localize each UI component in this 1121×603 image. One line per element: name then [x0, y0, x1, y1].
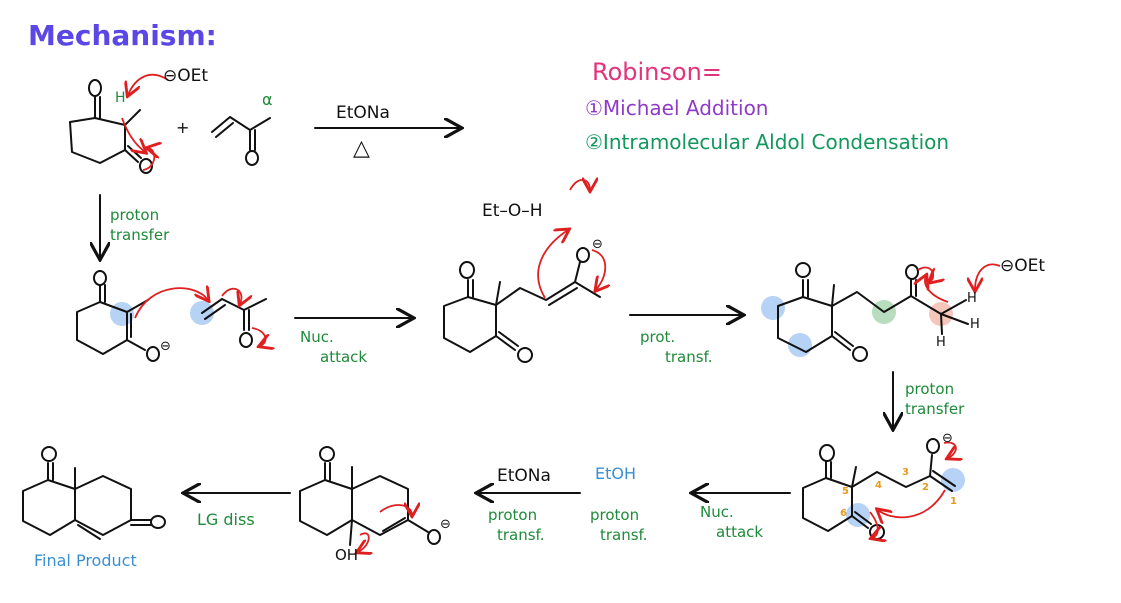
nuc-attack-1-line1: Nuc. [300, 328, 334, 346]
bicyclic-enolate-structure [299, 446, 441, 546]
prot-transf-line1: prot. [640, 328, 676, 346]
robinson-heading: Robinson= [592, 58, 722, 86]
enolate-charge-2: ⊖ [592, 237, 603, 252]
etona-top-label: EtONa [336, 103, 390, 123]
electron-arrows [121, 73, 1001, 552]
carbon-number-4: 4 [875, 480, 882, 491]
highlight-enolate-terminus [941, 468, 965, 492]
proton-transfer-1-line2: transfer [110, 226, 170, 244]
triketone-structure [777, 262, 969, 362]
proton-transf-b-line1: proton [590, 506, 640, 524]
arrow-elimination-1 [379, 505, 412, 515]
proton-transfer-1-line1: proton [110, 206, 160, 224]
h3-label: H [936, 335, 946, 350]
enolate-charge-4: ⊖ [440, 517, 451, 532]
final-product-label: Final Product [34, 551, 137, 570]
arrow-co-pi-o [251, 327, 266, 346]
step-aldol-condensation: ②Intramolecular Aldol Condensation [585, 130, 950, 154]
arrow-ch-to-co [925, 276, 949, 303]
proton-transf-a-line2: transf. [497, 526, 545, 544]
arrow-pi-shift [221, 287, 241, 304]
arrow-o-to-pi [591, 249, 605, 290]
oh-label: OH [335, 546, 359, 564]
highlight-ring-carbon-a [761, 296, 785, 320]
step-michael-addition: ①Michael Addition [585, 96, 769, 120]
nuc-attack-1-line2: attack [320, 348, 368, 366]
ethoxide-2-label: ⊖OEt [1000, 256, 1046, 276]
arrow-oh-bond [569, 180, 590, 190]
carbon-number-2: 2 [922, 482, 929, 493]
proton-transf-a-line1: proton [488, 506, 538, 524]
heat-symbol: △ [353, 136, 370, 161]
arrow-aldol-attack [878, 489, 946, 517]
page-title: Mechanism: [28, 19, 217, 52]
mvk-structure-2 [201, 298, 267, 348]
carbon-number-5: 5 [842, 486, 849, 497]
highlights [110, 296, 965, 527]
lg-diss-label: LG diss [197, 510, 255, 529]
arrow-lg-leaves [358, 532, 369, 552]
arrow-enolate-o [944, 441, 956, 458]
ethoxide-label: ⊖OEt [163, 66, 209, 86]
h2-label: H [970, 317, 980, 332]
proton-transfer-2-line2: transfer [905, 400, 965, 418]
michael-adduct-enolate [443, 247, 601, 363]
arrow-co-to-o [142, 148, 154, 171]
carbon-number-3: 3 [902, 467, 909, 478]
arrow-co-to-o-3 [870, 511, 878, 538]
arrow-protonation [537, 230, 568, 299]
etoh-bottom-label: EtOH [595, 464, 637, 483]
plus-sign: + [176, 118, 190, 137]
h-green-label: H [115, 90, 126, 106]
enolate-structure [76, 270, 160, 362]
enolate-charge-3: ⊖ [942, 431, 953, 446]
etona-bottom-label: EtONa [497, 466, 551, 486]
proton-transf-b-line2: transf. [600, 526, 648, 544]
arrow-base-attacks-h [128, 73, 169, 95]
arrow-enolate-attacks [134, 288, 208, 319]
h1-label: H [967, 291, 977, 306]
carbon-number-1: 1 [950, 496, 957, 507]
reactant-dione [69, 79, 153, 174]
ethanol-label: Et–O–H [482, 201, 543, 221]
carbon-number-6: 6 [840, 508, 847, 519]
arrow-ethoxide-2 [975, 263, 1001, 290]
nuc-attack-2-line2: attack [716, 523, 764, 541]
nuc-attack-2-line1: Nuc. [700, 503, 734, 521]
arrow-co-to-o-2 [917, 266, 933, 282]
final-product-structure [22, 446, 166, 540]
alpha-label: α [262, 90, 273, 109]
enolate-charge: ⊖ [160, 339, 171, 354]
prot-transf-line2: transf. [665, 348, 713, 366]
proton-transfer-2-line1: proton [905, 380, 955, 398]
reactant-mvk [211, 116, 271, 166]
